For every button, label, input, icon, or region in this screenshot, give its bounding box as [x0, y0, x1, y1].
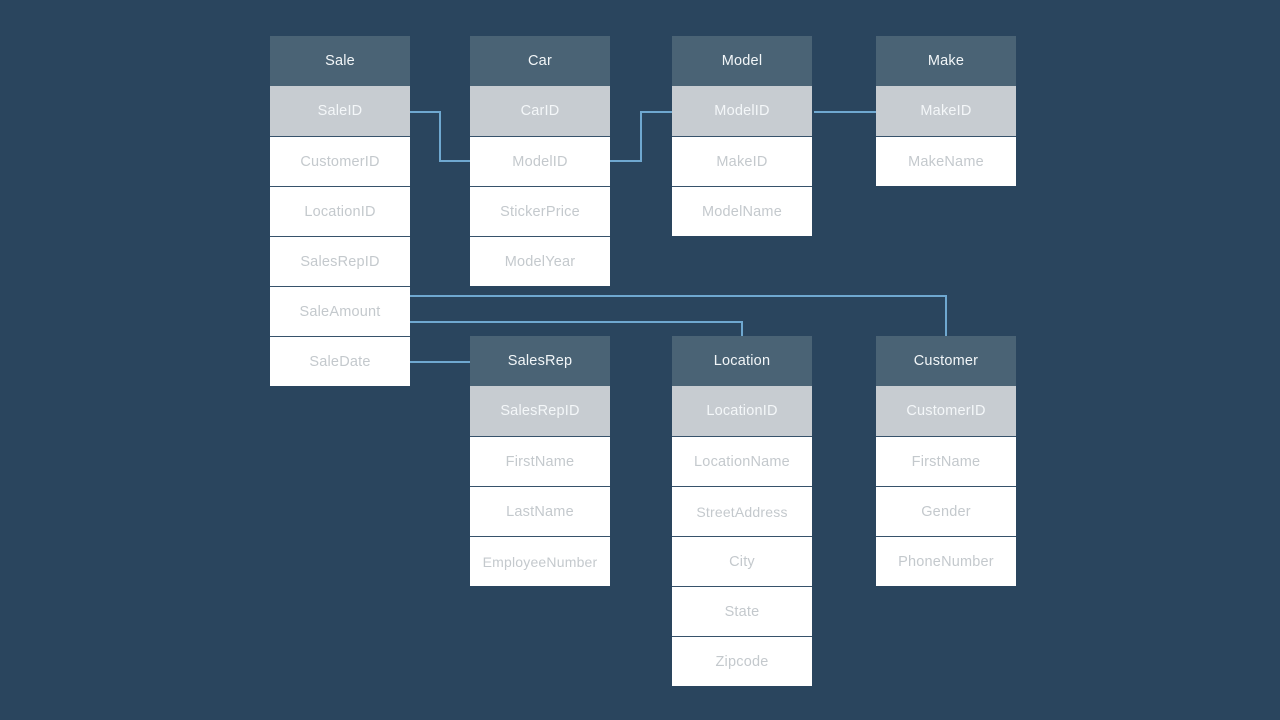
field-sale-saleamount[interactable]: SaleAmount — [270, 286, 410, 336]
primary-key-field-model-modelid[interactable]: ModelID — [672, 86, 812, 136]
entity-title-customer: Customer — [876, 336, 1016, 386]
entity-title-salesrep: SalesRep — [470, 336, 610, 386]
field-salesrep-employeenumber[interactable]: EmployeeNumber — [470, 536, 610, 586]
entity-title-sale: Sale — [270, 36, 410, 86]
entity-title-model: Model — [672, 36, 812, 86]
relationship-line-sale-customerid-to-customer — [410, 295, 947, 336]
field-model-makeid[interactable]: MakeID — [672, 136, 812, 186]
field-location-locationname[interactable]: LocationName — [672, 436, 812, 486]
primary-key-field-location-locationid[interactable]: LocationID — [672, 386, 812, 436]
primary-key-field-car-carid[interactable]: CarID — [470, 86, 610, 136]
field-location-zipcode[interactable]: Zipcode — [672, 636, 812, 686]
field-customer-phonenumber[interactable]: PhoneNumber — [876, 536, 1016, 586]
primary-key-field-make-makeid[interactable]: MakeID — [876, 86, 1016, 136]
field-sale-customerid[interactable]: CustomerID — [270, 136, 410, 186]
field-car-stickerprice[interactable]: StickerPrice — [470, 186, 610, 236]
field-salesrep-firstname[interactable]: FirstName — [470, 436, 610, 486]
field-customer-gender[interactable]: Gender — [876, 486, 1016, 536]
field-car-modelid[interactable]: ModelID — [470, 136, 610, 186]
field-location-streetaddress[interactable]: StreetAddress — [672, 486, 812, 536]
relationship-line-car-modelid-to-model-modelid — [609, 111, 672, 162]
relationship-line-sale-locationid-to-location — [410, 321, 743, 336]
field-make-makename[interactable]: MakeName — [876, 136, 1016, 186]
field-sale-locationid[interactable]: LocationID — [270, 186, 410, 236]
field-location-city[interactable]: City — [672, 536, 812, 586]
entity-title-location: Location — [672, 336, 812, 386]
primary-key-field-sale-saleid[interactable]: SaleID — [270, 86, 410, 136]
entity-title-car: Car — [470, 36, 610, 86]
entity-title-make: Make — [876, 36, 1016, 86]
field-location-state[interactable]: State — [672, 586, 812, 636]
field-salesrep-lastname[interactable]: LastName — [470, 486, 610, 536]
primary-key-field-salesrep-salesrepid[interactable]: SalesRepID — [470, 386, 610, 436]
primary-key-field-customer-customerid[interactable]: CustomerID — [876, 386, 1016, 436]
field-sale-salesrepid[interactable]: SalesRepID — [270, 236, 410, 286]
field-car-modelyear[interactable]: ModelYear — [470, 236, 610, 286]
field-model-modelname[interactable]: ModelName — [672, 186, 812, 236]
relationship-line-car-modelid-to-sale-saleid — [410, 111, 470, 162]
field-sale-saledate[interactable]: SaleDate — [270, 336, 410, 386]
field-customer-firstname[interactable]: FirstName — [876, 436, 1016, 486]
